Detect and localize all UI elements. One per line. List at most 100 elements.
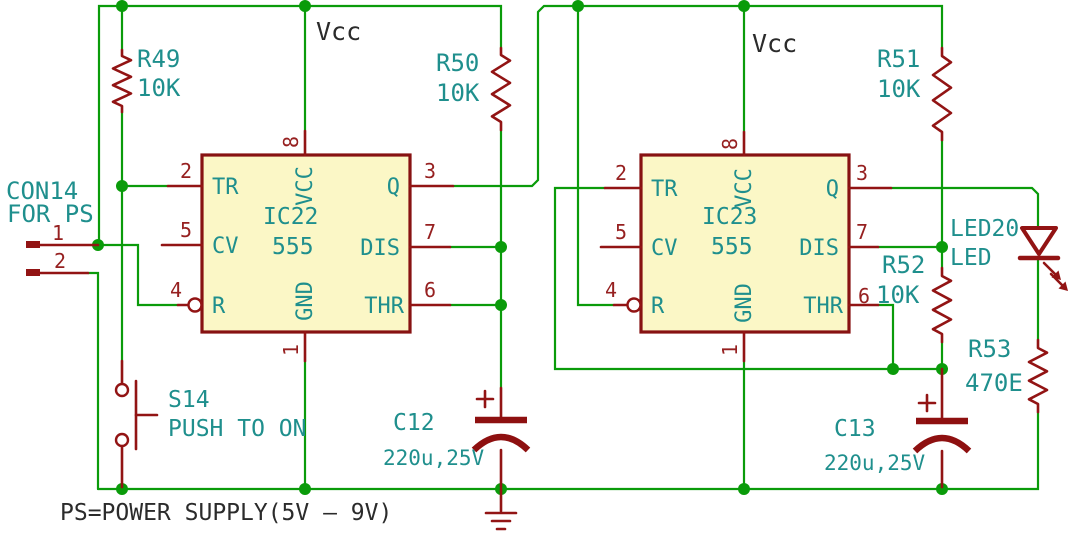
ic22-pin-name-gnd: GND [293,281,318,321]
r50-value-label: 10K [436,79,480,107]
resistor-r52: R52 10K [876,251,953,344]
ic23-pin-name-dis: DIS [799,236,839,261]
capacitor-c12: C12 220u,25V [383,386,531,489]
r52-value-label: 10K [876,281,920,309]
ic23-pin-num-8: 8 [718,138,742,150]
r49-body [111,48,133,114]
led-led20: LED20 LED [950,216,1068,291]
junction-dot [936,241,948,253]
ic22-pin-num-5: 5 [180,218,192,242]
ic22-body [200,153,412,334]
led-value-label: LED [950,245,992,271]
ic22-pin-num-8: 8 [279,136,303,148]
led-ray-1 [1042,261,1058,277]
r53-ref-label: R53 [968,335,1011,363]
ic23-pin-name-vcc: VCC [732,168,757,208]
s14-contact-bottom [114,432,130,448]
ic23-pin-name-r: R [651,294,665,319]
led-ray-2 [1049,272,1065,288]
wire-reset23 [576,6,616,307]
c13-plus-sign [917,393,937,413]
c12-value-label: 220u,25V [383,446,485,470]
s14-contact-top [114,382,130,398]
led-ray-2-head [1058,281,1068,291]
ic-ic23: IC23 555 TR CV R Q DIS THR VCC GND 2 5 4… [599,130,893,363]
ic23-pin-name-thr: THR [803,294,843,319]
r50-ref-label: R50 [436,49,479,77]
c12-ref-label: C12 [393,410,435,436]
con14-pin2-number: 2 [54,249,66,273]
switch-s14: S14 PUSH TO ON [114,359,306,489]
ic23-value-label: 555 [711,234,753,260]
junction-dot [572,0,584,12]
ic23-pin-name-q: Q [826,177,839,202]
r51-body [931,46,953,142]
vcc-label-right: Vcc [752,29,797,58]
ic22-pin-num-1: 1 [279,344,303,356]
ic22-pin-num-2: 2 [180,159,192,183]
r51-value-label: 10K [877,75,921,103]
r53-body [1027,338,1049,414]
ic23-pin-num-1: 1 [718,344,742,356]
capacitor-c13: C13 220u,25V [824,367,972,489]
ic23-pin-num-2: 2 [615,161,627,185]
ic22-pin-num-7: 7 [424,220,436,244]
ic23-reset-bubble [626,297,642,313]
wire-tr23-loop [553,186,944,371]
ic22-ref-label: IC22 [263,204,318,230]
ic23-body [639,153,851,334]
ic22-pin-name-cv: CV [212,234,239,259]
s14-ref-label: S14 [168,387,210,413]
ic23-pin-num-3: 3 [856,161,868,185]
ic22-value-label: 555 [272,234,314,260]
resistor-r53: R53 470E [965,335,1049,414]
r52-body [931,266,953,344]
c13-ref-label: C13 [834,416,876,442]
ic22-pin-name-q: Q [387,175,400,200]
r50-body [490,46,512,132]
junction-dot [887,363,899,375]
ic23-pin-name-gnd: GND [732,283,757,323]
junction-dot [495,241,507,253]
r51-ref-label: R51 [877,45,920,73]
c12-plus-sign [475,389,495,409]
ic23-pin-num-4: 4 [605,278,617,302]
r49-ref-label: R49 [137,45,180,73]
c12-plate-bottom [471,433,531,453]
con14-pin1-number: 1 [52,221,64,245]
resistor-r50: R50 10K [436,46,512,132]
r52-ref-label: R52 [882,251,925,279]
junction-dot [936,483,948,495]
junction-dot [116,0,128,12]
wire-q23-led [889,186,1040,229]
s14-desc-label: PUSH TO ON [168,416,306,442]
resistor-r51: R51 10K [877,45,953,142]
wire-pin1-reset [96,243,180,307]
junction-dot [116,483,128,495]
led-triangle [1020,226,1058,256]
wire-q22-rail [451,4,944,188]
ic-ic22: IC22 555 TR CV R Q DIS THR VCC GND 2 5 4… [160,129,455,363]
junction-dot [299,0,311,12]
ic22-pin-num-3: 3 [424,159,436,183]
wire-gnd-rail [96,410,1040,491]
r49-value-label: 10K [137,74,181,102]
ic22-pin-name-dis: DIS [360,236,400,261]
connector-con14: CON14 FOR PS 1 2 [6,177,100,276]
wire-thr23 [876,303,895,371]
junction-dot [116,180,128,192]
ic23-pin-name-cv: CV [651,236,678,261]
ic22-pin-name-tr: TR [212,175,239,200]
c13-plate-bottom [912,434,972,454]
ic23-pin-num-7: 7 [856,220,868,244]
resistor-r49: R49 10K [111,45,181,114]
ic22-pin-name-thr: THR [364,294,404,319]
ground-symbol [484,487,518,531]
annotations: Vcc Vcc PS=POWER SUPPLY(5V – 9V) [60,17,797,526]
con14-desc-label: FOR PS [7,200,94,228]
ic23-pin-num-5: 5 [615,220,627,244]
r53-value-label: 470E [965,369,1023,397]
ic22-reset-bubble [187,297,203,313]
junction-dot [495,299,507,311]
